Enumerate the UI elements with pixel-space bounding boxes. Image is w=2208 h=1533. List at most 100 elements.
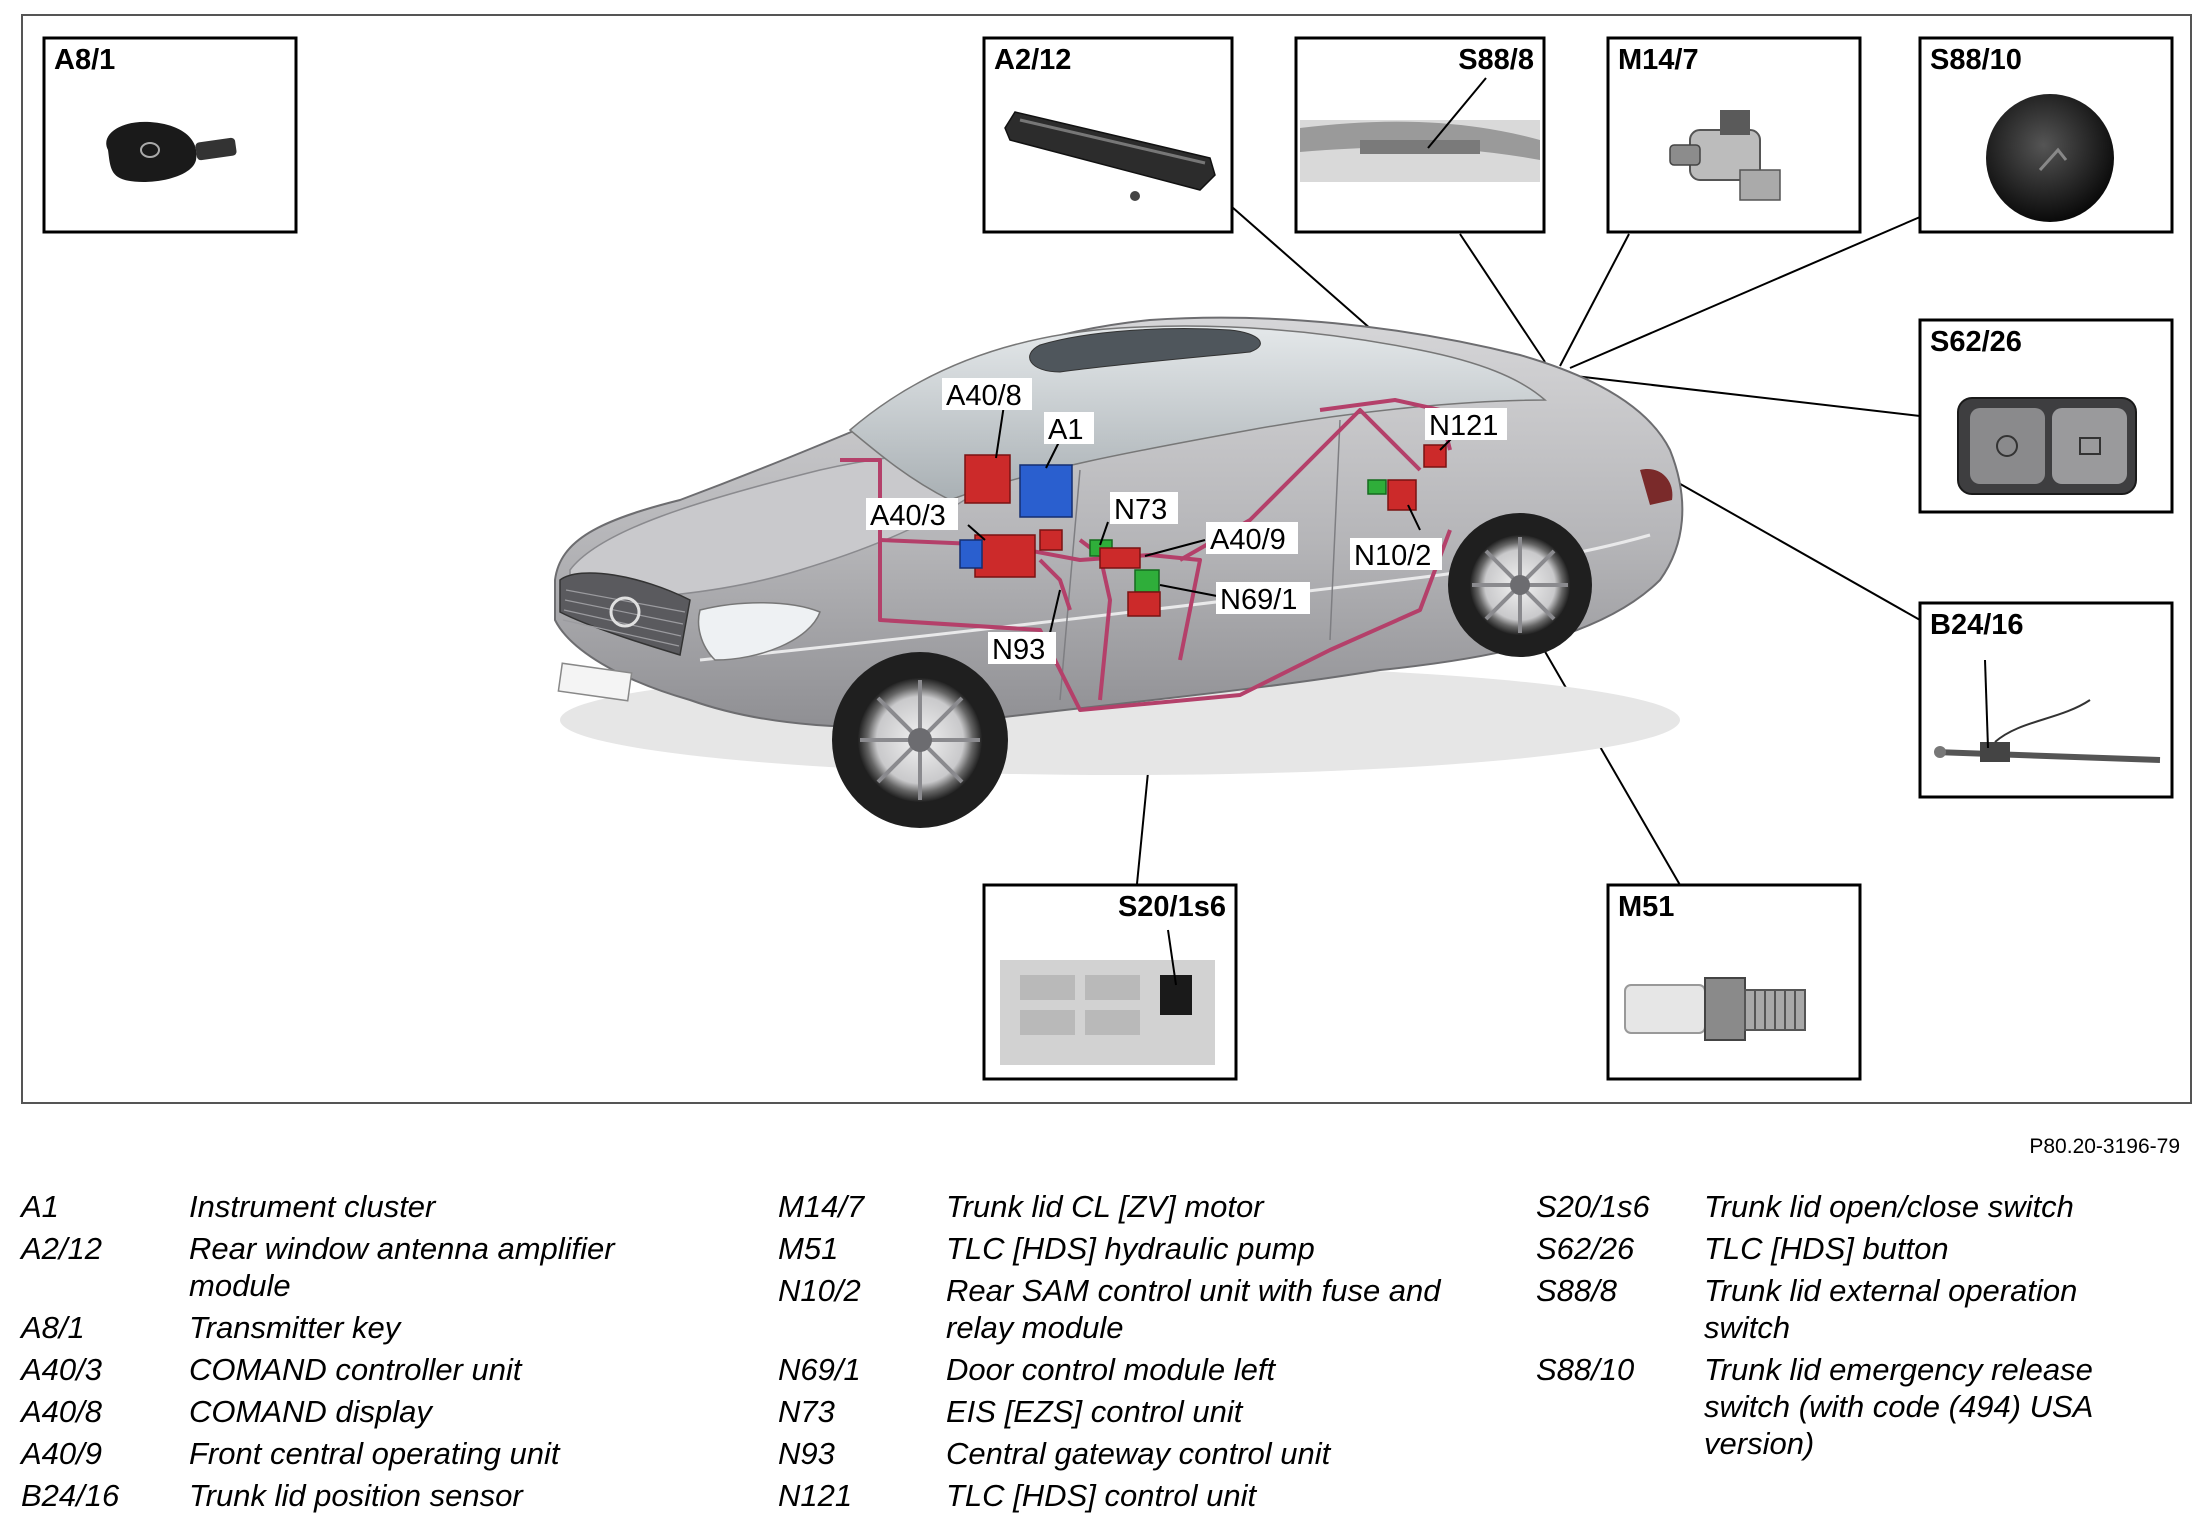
mercedes-star-icon <box>609 596 641 628</box>
external-switch-icon <box>1300 77 1540 182</box>
legend-desc: TLC [HDS] button <box>1704 1231 1949 1266</box>
legend-row: A40/9 Front central operating unit <box>21 1435 709 1472</box>
legend-desc: Central gateway control unit <box>946 1436 1331 1471</box>
box-s88-8: S88/8 <box>1294 36 1546 234</box>
rear-wheel <box>1448 513 1592 657</box>
legend-code: M51 <box>778 1231 839 1266</box>
legend-code: A1 <box>21 1189 59 1224</box>
label-a40-3: A40/3 <box>870 500 946 532</box>
trunk-motor-icon <box>1669 110 1781 201</box>
legend-code: S88/8 <box>1536 1273 1618 1308</box>
modules <box>959 444 1447 617</box>
legend-desc: Instrument cluster <box>189 1189 436 1224</box>
legend-row: M14/7 Trunk lid CL [ZV] motor <box>778 1188 1466 1225</box>
emergency-release-knob-icon <box>1986 94 2114 222</box>
hydraulic-pump-icon <box>1624 977 1806 1041</box>
legend-code: S20/1s6 <box>1536 1189 1650 1224</box>
box-s20-1s6: S20/1s6 <box>982 883 1238 1081</box>
legend-code: S62/26 <box>1536 1231 1635 1266</box>
box-s88-10: S88/10 <box>1918 36 2174 234</box>
label-a40-9: A40/9 <box>1210 524 1286 556</box>
legend-row: N73 EIS [EZS] control unit <box>778 1393 1466 1430</box>
legend-desc: Trunk lid external operation switch <box>1704 1273 2078 1345</box>
module-n121 <box>1423 444 1447 468</box>
component-diagram: A40/8 A1 A40/3 N73 A40/9 N121 N10/2 N69/… <box>42 36 2174 1081</box>
legend-row: A8/1 Transmitter key <box>21 1309 709 1346</box>
label-n69-1: N69/1 <box>1220 584 1297 616</box>
box-b24-16: B24/16 <box>1918 601 2174 799</box>
legend-desc: EIS [EZS] control unit <box>946 1394 1243 1429</box>
legend-desc: Trunk lid emergency release switch (with… <box>1704 1352 2093 1461</box>
legend-code: A40/8 <box>21 1394 103 1429</box>
legend-desc: COMAND display <box>189 1394 432 1429</box>
legend-code: N121 <box>778 1478 853 1513</box>
tlc-button-icon <box>1957 397 2137 495</box>
position-sensor-icon <box>1934 659 2161 763</box>
box-label-s88-10: S88/10 <box>1930 44 2022 76</box>
label-n121: N121 <box>1429 410 1498 442</box>
car-illustration <box>554 316 1684 828</box>
box-label-a2-12: A2/12 <box>994 44 1071 76</box>
legend-row: N93 Central gateway control unit <box>778 1435 1466 1472</box>
box-a8-1: A8/1 <box>42 36 298 234</box>
legend-row: A1 Instrument cluster <box>21 1188 709 1225</box>
legend-code: M14/7 <box>778 1189 865 1224</box>
legend-code: N69/1 <box>778 1352 861 1387</box>
box-label-s20-1s6: S20/1s6 <box>1118 891 1226 923</box>
front-grille <box>559 572 691 656</box>
legend-desc: COMAND controller unit <box>189 1352 522 1387</box>
legend-desc: Transmitter key <box>189 1310 401 1345</box>
module-a40-3 <box>974 534 1036 578</box>
headlight <box>697 602 821 661</box>
legend-desc: TLC [HDS] control unit <box>946 1478 1257 1513</box>
box-label-m14-7: M14/7 <box>1618 44 1699 76</box>
antenna-amplifier-icon <box>1004 111 1216 201</box>
legend-row: S88/8 Trunk lid external operation switch <box>1536 1272 2144 1346</box>
open-close-switch-icon <box>1000 929 1215 1065</box>
box-label-s88-8: S88/8 <box>1458 44 1534 76</box>
legend-row: M51 TLC [HDS] hydraulic pump <box>778 1230 1466 1267</box>
legend-column-3: S20/1s6 Trunk lid open/close switch S62/2… <box>1536 1188 2144 1467</box>
label-n10-2: N10/2 <box>1354 540 1431 572</box>
legend-code: N73 <box>778 1394 835 1429</box>
box-label-m51: M51 <box>1618 891 1674 923</box>
legend-row: B24/16 Trunk lid position sensor <box>21 1477 709 1514</box>
box-label-b24-16: B24/16 <box>1930 609 2024 641</box>
legend-code: A2/12 <box>21 1231 103 1266</box>
legend-desc: Front central operating unit <box>189 1436 560 1471</box>
legend-code: A8/1 <box>21 1310 85 1345</box>
sunroof <box>1029 328 1261 373</box>
label-n73: N73 <box>1114 494 1167 526</box>
module-a1 <box>1019 464 1073 518</box>
box-label-s62-26: S62/26 <box>1930 326 2022 358</box>
front-wheel <box>832 652 1008 828</box>
box-label-a8-1: A8/1 <box>54 44 115 76</box>
car-labels: A40/8 A1 A40/3 N73 A40/9 N121 N10/2 N69/… <box>866 378 1507 666</box>
legend-desc: TLC [HDS] hydraulic pump <box>946 1231 1315 1266</box>
legend-desc: Trunk lid open/close switch <box>1704 1189 2074 1224</box>
module-n69-1 <box>1134 569 1160 593</box>
label-n93: N93 <box>992 634 1045 666</box>
legend-row: A40/8 COMAND display <box>21 1393 709 1430</box>
legend-desc: Trunk lid CL [ZV] motor <box>946 1189 1264 1224</box>
transmitter-key-icon <box>106 121 237 182</box>
box-s62-26: S62/26 <box>1918 318 2174 514</box>
legend-code: B24/16 <box>21 1478 120 1513</box>
module-a40-9 <box>1099 547 1141 569</box>
legend-row: N121 TLC [HDS] control unit <box>778 1477 1466 1514</box>
legend-desc: Trunk lid position sensor <box>189 1478 523 1513</box>
box-m14-7: M14/7 <box>1606 36 1862 234</box>
label-a1: A1 <box>1048 414 1083 446</box>
legend-code: N93 <box>778 1436 835 1471</box>
legend-code: A40/9 <box>21 1436 103 1471</box>
module-n10-2 <box>1387 479 1417 511</box>
legend-code: N10/2 <box>778 1273 861 1308</box>
legend-row: S62/26 TLC [HDS] button <box>1536 1230 2144 1267</box>
label-a40-8: A40/8 <box>946 380 1022 412</box>
legend-row: S20/1s6 Trunk lid open/close switch <box>1536 1188 2144 1225</box>
